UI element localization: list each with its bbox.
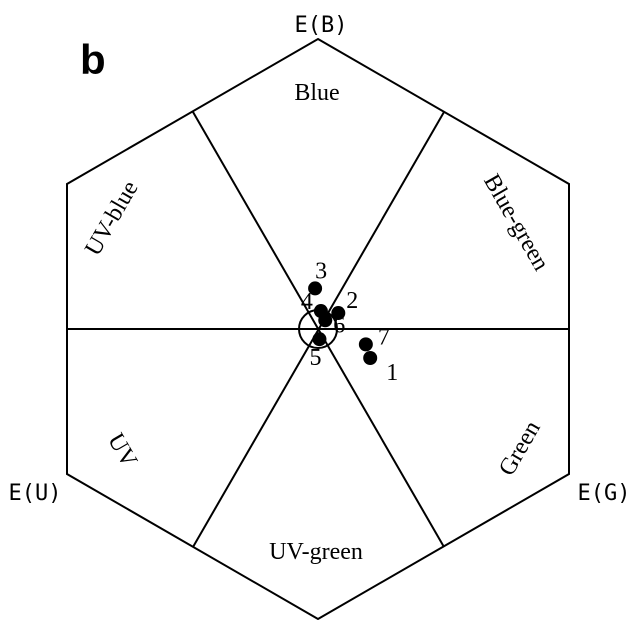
data-point-1 <box>363 351 378 365</box>
data-point-label-3: 3 <box>315 258 327 284</box>
data-point-7 <box>358 337 373 352</box>
data-point-label-2: 2 <box>346 288 358 314</box>
data-point-3 <box>308 281 323 296</box>
vertex-label-top: E(B) <box>295 13 348 38</box>
data-point-label-6: 6 <box>333 312 345 338</box>
data-point-label-4: 4 <box>301 289 313 315</box>
data-point-6 <box>318 313 333 328</box>
data-point-label-7: 7 <box>378 324 390 350</box>
data-point-label-5: 5 <box>309 345 321 371</box>
vertex-label-right: E(G) <box>578 481 631 506</box>
sector-label-blue: Blue <box>294 80 339 106</box>
axis-diagonal-b <box>192 111 445 548</box>
hexagon-outline <box>66 37 570 620</box>
data-points: 1 234 56 7 <box>301 258 398 386</box>
sector-label-uv-green: UV-green <box>269 539 363 565</box>
sector-label-green: Green <box>494 417 546 481</box>
data-point-2 <box>331 306 346 321</box>
sector-label-blue-green: Blue-green <box>478 170 554 275</box>
panel-label: b <box>80 36 106 83</box>
sector-label-uv: UV <box>102 429 142 473</box>
sector-label-uv-blue: UV-blue <box>80 177 143 261</box>
vertex-label-left: E(U) <box>9 481 62 506</box>
data-point-label-1: 1 <box>386 360 398 386</box>
data-point-5 <box>312 332 327 347</box>
